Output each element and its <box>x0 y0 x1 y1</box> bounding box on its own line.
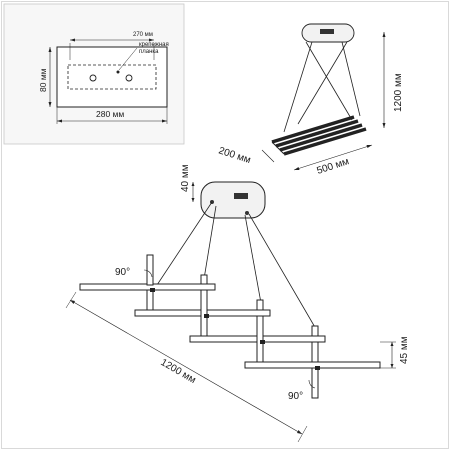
cable-anchor <box>245 211 249 215</box>
overview-bar <box>279 123 363 152</box>
arrow <box>48 47 52 52</box>
joint <box>260 340 265 344</box>
light-bar-4 <box>244 361 381 369</box>
main-view: 40 мм 90° 90° <box>65 164 410 443</box>
overview-cable <box>283 41 313 133</box>
arrow <box>191 198 195 202</box>
joint <box>315 366 320 370</box>
post <box>200 289 208 337</box>
arrow <box>297 430 302 434</box>
bracket-label-line2: планка <box>139 49 159 55</box>
overview-view: 1200 мм 200 мм 500 мм <box>217 23 404 177</box>
joint <box>150 288 155 292</box>
arrow <box>70 38 75 42</box>
arrow <box>294 167 300 170</box>
vertical-posts <box>146 254 320 399</box>
arrow <box>390 364 394 368</box>
arrow <box>382 32 386 37</box>
angle-arc-top <box>143 269 153 278</box>
post <box>146 289 154 311</box>
post <box>311 325 319 337</box>
overview-height-label: 1200 мм <box>393 73 404 112</box>
main-cable <box>203 205 217 280</box>
mount-hole-right <box>125 74 133 82</box>
overview-depth-dim-line <box>261 149 275 163</box>
overview-bar-end <box>271 141 285 155</box>
main-cable <box>156 201 213 286</box>
overview-bar <box>271 115 355 144</box>
main-canopy-label <box>234 193 248 199</box>
plate-height-label: 80 мм <box>38 68 48 92</box>
joint <box>204 314 209 318</box>
overview-length-label: 500 мм <box>316 156 351 177</box>
mount-plate <box>56 46 168 108</box>
bracket-label-line1: крепежная <box>139 42 169 48</box>
arrow <box>390 342 394 346</box>
cable-length-ext-bottom <box>297 425 308 443</box>
mounting-bracket <box>67 64 157 90</box>
post <box>200 274 208 285</box>
overview-cable <box>297 41 348 125</box>
arrow <box>149 38 154 42</box>
main-cable <box>244 214 262 304</box>
bracket-leader <box>118 47 138 71</box>
arrow <box>191 182 195 186</box>
post <box>256 299 264 311</box>
main-cable <box>248 213 317 330</box>
mount-plate-inset: 270 мм крепежная планка 80 мм 280 мм <box>3 3 185 145</box>
arrow <box>382 123 386 128</box>
cable-length-ext-top <box>65 291 77 309</box>
center-screw <box>116 70 120 74</box>
arrow <box>70 300 75 304</box>
angle-bottom-label: 90° <box>288 391 303 402</box>
cable-length-dim-line <box>69 299 303 435</box>
post <box>256 315 264 363</box>
arrow <box>48 102 52 107</box>
hole-spacing-label: 270 мм <box>133 32 153 38</box>
plate-width-label: 280 мм <box>96 109 124 119</box>
overview-bar <box>283 127 367 156</box>
arrow <box>366 145 372 148</box>
arrow <box>57 119 62 123</box>
overview-cable <box>305 41 353 121</box>
post <box>311 341 319 363</box>
cable-length-label: 1200 мм <box>159 357 198 386</box>
overview-canopy-label <box>320 29 334 34</box>
post <box>311 367 319 399</box>
canopy-height-label: 40 мм <box>180 164 191 192</box>
overview-cable <box>341 41 361 117</box>
overview-depth-label: 200 мм <box>217 145 252 166</box>
post <box>146 254 154 286</box>
mount-hole-left <box>89 74 97 82</box>
light-bars <box>79 283 381 369</box>
bar-height-label: 45 мм <box>399 336 410 364</box>
overview-length-dim-line <box>293 144 373 171</box>
angle-top-label: 90° <box>115 267 130 278</box>
arrow <box>162 119 167 123</box>
main-canopy <box>200 181 266 219</box>
overview-bar <box>275 119 359 148</box>
